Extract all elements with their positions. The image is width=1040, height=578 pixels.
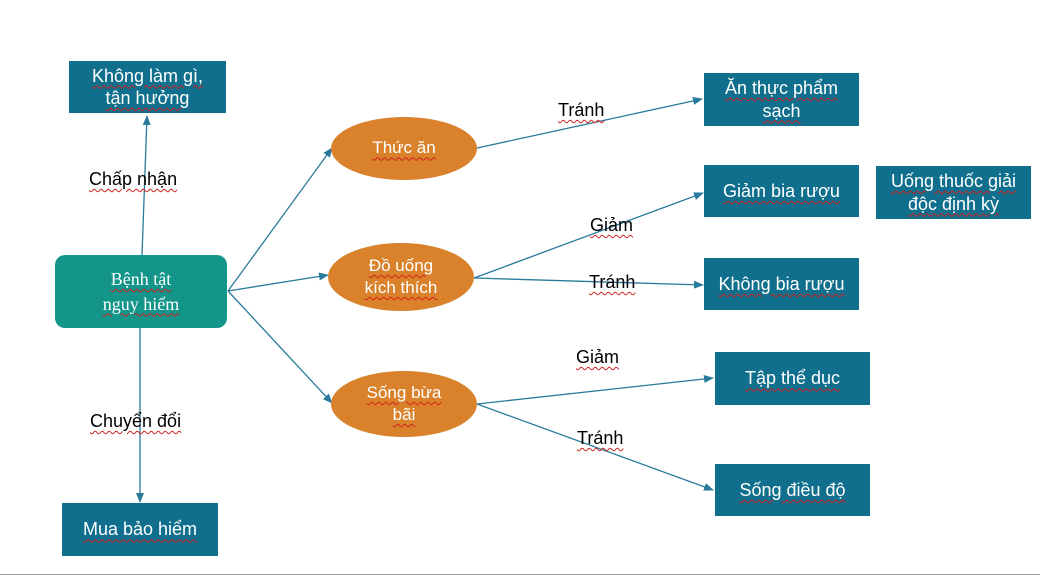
edge-label-tranh-song-bua-bai: Tránh [577,428,623,449]
root-node-benh-tat: Bệnh tật nguy hiểm [55,255,227,328]
outcome-song-dieu-do: Sống điều độ [715,464,870,516]
arrow-root-to-thuc-an [227,147,333,292]
arrow-song-bua-bai-to-tap-the-duc [476,375,714,405]
edge-label-chap-nhan: Chấp nhận [89,169,177,190]
edge-label-tranh-thuc-an: Tránh [558,100,604,121]
root-node-label: Bệnh tật nguy hiểm [102,269,180,314]
category-do-uong-label: Đồ uống kích thích [364,255,438,297]
arrow-thuc-an-to-an-thuc-pham-sach [476,97,703,149]
category-thuc-an: Thức ăn [331,117,477,180]
outcome-giam-bia-ruou-label: Giảm bia rượu [723,180,840,201]
outcome-giam-bia-ruou: Giảm bia rượu [704,165,859,217]
outcome-khong-bia-ruou: Không bia rượu [704,258,859,310]
edge-label-tranh-thuc-an-text: Tránh [558,100,605,120]
outcome-an-thuc-pham-sach-label: Ăn thực phẩm sạch [724,78,839,121]
edge-label-tranh-do-uong: Tránh [589,272,635,293]
edge-label-giam-do-uong: Giảm [590,215,633,236]
category-do-uong: Đồ uống kích thích [328,243,474,311]
arrow-root-to-do-uong [227,272,329,292]
outcome-tap-the-duc-label: Tập thể dục [744,368,841,389]
edge-label-giam-song-bua-bai-text: Giảm [576,347,620,367]
slide-bottom-divider [0,574,1040,575]
arrow-song-bua-bai-to-song-dieu-do [476,403,714,491]
arrow-do-uong-to-khong-bia-ruou [473,277,704,289]
edge-label-giam-do-uong-text: Giảm [590,215,634,235]
category-thuc-an-label: Thức ăn [372,138,436,158]
outcome-mua-bao-hiem-label: Mua bảo hiểm [82,519,198,540]
edge-label-giam-song-bua-bai: Giảm [576,347,619,368]
edge-label-tranh-song-bua-bai-text: Tránh [577,428,624,448]
category-song-bua-bai-label: Sống bừa bãi [366,382,442,424]
edge-label-tranh-do-uong-text: Tránh [589,272,636,292]
outcome-tap-the-duc: Tập thể dục [715,352,870,405]
edge-label-chuyen-doi: Chuyển đổi [90,411,181,432]
arrow-do-uong-to-giam-bia-ruou [473,192,704,279]
outcome-khong-lam-gi-label: Không làm gì, tận hưởng [91,65,204,109]
edge-label-chuyen-doi-text: Chuyển đổi [90,411,182,431]
outcome-song-dieu-do-label: Sống điều độ [739,479,846,500]
arrow-root-to-song-bua-bai [227,290,333,404]
outcome-uong-thuoc-label: Uống thuốc giải độc định kỳ [890,171,1017,214]
outcome-an-thuc-pham-sach: Ăn thực phẩm sạch [704,73,859,126]
arrow-root-to-khong-lam-gi [141,115,151,256]
category-song-bua-bai: Sống bừa bãi [331,371,477,437]
outcome-mua-bao-hiem: Mua bảo hiểm [62,503,218,556]
edge-label-chap-nhan-text: Chấp nhận [89,169,178,189]
outcome-khong-lam-gi: Không làm gì, tận hưởng [69,61,226,113]
outcome-uong-thuoc: Uống thuốc giải độc định kỳ [876,166,1031,219]
outcome-khong-bia-ruou-label: Không bia rượu [718,273,845,294]
